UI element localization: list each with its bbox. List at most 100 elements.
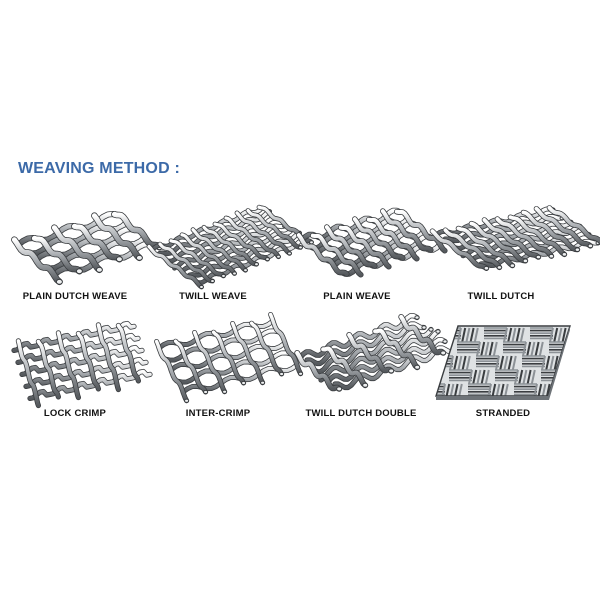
strand-wire [461,355,467,371]
wire-end-cap [535,254,542,260]
stranded-label: STRANDED [475,408,531,419]
weave-item-plain-weave: PLAIN WEAVE [282,205,448,317]
wire-end-cap [75,268,83,275]
weft-wire-highlight [24,357,148,389]
strand-wire [442,341,448,357]
weft-wire-highlight [305,322,426,366]
wire-end-cap [222,389,228,394]
warp-wire-highlight [191,228,248,272]
wire-end-cap [561,252,568,257]
strand-wire [499,355,505,371]
strand-wire [480,369,486,385]
warp-wire-highlight [116,323,141,383]
weft-wire-highlight [12,321,136,353]
wire-end-cap [548,253,555,259]
strand-wire [484,341,490,357]
strand-wire [519,327,525,343]
inter-crimp-label: INTER-CRIMP [185,408,251,419]
warp-wire-highlight [71,223,122,262]
strand-wire [549,355,555,371]
warp-wire-highlight [213,222,270,261]
warp-wire-highlight [154,339,189,403]
weave-item-stranded: STRANDED [428,318,578,430]
wire-end-cap [298,371,304,376]
twill-weave-label: TWILL WEAVE [179,291,247,302]
wire-end-cap [336,386,343,392]
warp-wire-highlight [249,321,284,376]
strand-wire [495,355,500,371]
strand-wire [526,369,532,385]
warp-wire-highlight [192,330,227,394]
twill-dutch-illustration [429,205,600,271]
weft-wire-highlight [326,338,447,384]
strand-wire [553,327,559,343]
strand-wire [427,370,430,384]
strand-wire [549,327,554,343]
warp-wire-highlight [373,328,420,370]
warp-wire-highlight [296,233,349,277]
warp-wire-highlight [521,210,580,252]
strand-wire [469,327,475,343]
plain-weave-illustration [296,207,448,278]
warp-wire-highlight [224,216,281,259]
wire-end-cap [496,265,503,270]
strand-wire [530,369,536,385]
strand-wire [538,341,544,357]
plain-dutch-weave-illustration [11,210,163,286]
strand-wire [507,355,513,371]
warp-wire-highlight [399,314,446,355]
wire-end-cap [435,329,441,334]
wire-end-cap [362,382,369,388]
weft-wire-highlight [157,209,272,256]
warp-wire-highlight [352,217,405,261]
warp-wire-highlight [11,237,62,285]
wire-end-cap [95,266,103,273]
warp-wire-highlight [246,208,303,249]
strand-wire [530,341,536,357]
warp-wire-highlight [469,221,528,263]
strand-wire [503,355,509,371]
warp-wire-highlight [147,244,204,289]
strand-wire [522,341,527,357]
warp-wire-highlight [508,215,567,257]
weave-item-twill-dutch: TWILL DUTCH [426,205,600,317]
strand-wire [473,327,479,343]
wire-end-cap [260,380,266,385]
wire-end-cap [115,256,123,263]
wire-end-cap [428,327,434,332]
warp-wire-highlight [202,225,259,266]
wire-end-cap [243,268,248,273]
wire-end-cap [388,368,395,374]
weave-item-twill-weave: TWILL WEAVE [138,204,314,317]
warp-wire-highlight [76,331,101,391]
stranded-strands [427,326,570,396]
warp-wire-highlight [321,346,368,388]
twill-dutch-double-label: TWILL DUTCH DOUBLE [305,408,417,419]
wire-end-cap [442,339,448,344]
strand-wire [507,327,513,343]
warp-wire-highlight [495,217,554,259]
warp-wire-highlight [180,233,237,276]
strand-wire [453,355,459,371]
plain-dutch-weave-label: PLAIN DUTCH WEAVE [22,291,128,302]
strand-wire [431,370,434,384]
warp-wire-highlight [443,228,502,270]
weft-wire-highlight [16,333,140,365]
wire-end-cap [203,389,209,395]
plain-weave-label: PLAIN WEAVE [323,291,391,302]
weft-wire-highlight [479,239,600,268]
twill-weave-illustration [146,204,314,290]
warp-wire-highlight [96,323,121,392]
wire-end-cap [184,398,190,403]
strand-wire [449,355,454,371]
lock-crimp-label: LOCK CRIMP [43,408,107,419]
warp-wire-highlight [430,229,489,271]
wire-end-cap [265,257,270,262]
strand-wire [553,355,559,371]
weave-item-inter-crimp: INTER-CRIMP [143,312,304,430]
wire-end-cap [210,278,215,284]
weave-item-plain-dutch-weave: PLAIN DUTCH WEAVE [0,205,163,317]
wire-end-cap [298,245,303,250]
weave-item-twill-dutch-double: TWILL DUTCH DOUBLE [286,313,455,430]
strand-wire [476,341,481,357]
